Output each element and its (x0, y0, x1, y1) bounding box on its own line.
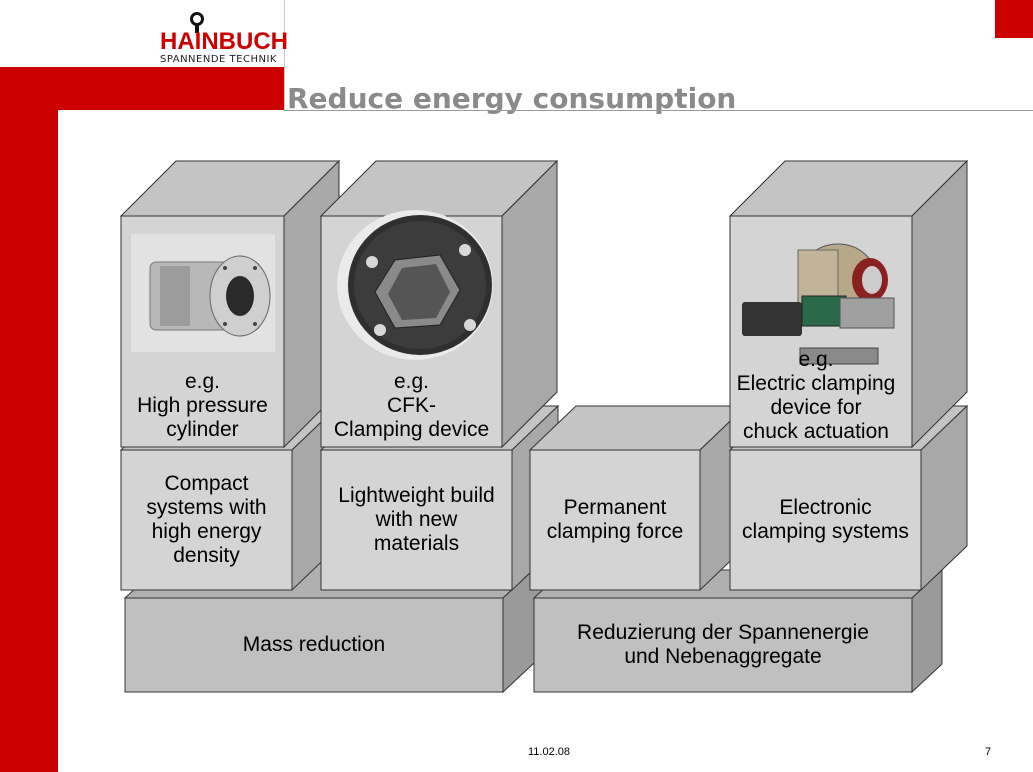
tower-label-2: e.g. CFK- Clamping device (321, 366, 502, 446)
cfk-clamping-device-photo (337, 210, 493, 360)
middle-label-lightweight: Lightweight build with new materials (321, 450, 512, 590)
middle-label-electronic: Electronic clamping systems (730, 450, 921, 590)
page-number: 7 (985, 746, 991, 758)
middle-label-permanent: Permanent clamping force (530, 450, 700, 590)
tower-label-1: e.g. High pressure cylinder (121, 366, 284, 446)
base-label-mass-reduction: Mass reduction (125, 598, 503, 692)
middle-label-compact: Compact systems with high energy density (121, 450, 292, 590)
base-label-spannenergie: Reduzierung der Spannenergie und Nebenag… (534, 598, 912, 692)
tower-label-3: e.g. Electric clamping device for chuck … (726, 344, 906, 448)
high-pressure-cylinder-photo (131, 234, 275, 352)
footer-date: 11.02.08 (528, 746, 570, 758)
